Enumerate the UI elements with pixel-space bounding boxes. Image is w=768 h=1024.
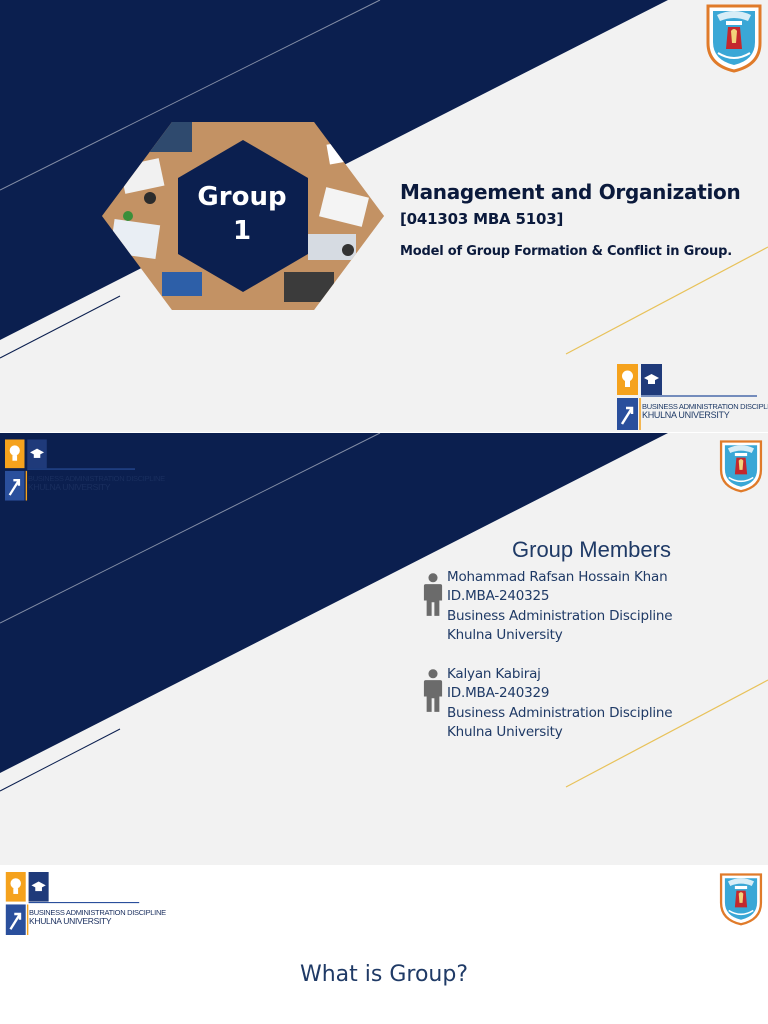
badge-line2: KHULNA UNIVERSITY [29,916,112,926]
team-meeting-collage-image [102,122,384,310]
badge-text: BUSINESS ADMINISTRATION DISCIPLINE KHULN… [642,402,768,420]
badge-line1: BUSINESS ADMINISTRATION DISCIPLINE [642,402,768,411]
slide-heading: What is Group? [299,962,469,987]
member-dept: Business Administration Discipline [447,607,673,624]
member-card: Mohammad Rafsan Hossain Khan ID.MBA-2403… [447,568,673,645]
members-heading: Group Members [512,537,671,562]
khulna-university-seal-icon [718,872,764,926]
person-icon [423,572,443,618]
member-card: Kalyan Kabiraj ID.MBA-240329 Business Ad… [447,665,673,742]
group-label: Group 1 [178,180,306,248]
badge-line1: BUSINESS ADMINISTRATION DISCIPLINE [28,474,165,483]
badge-text: BUSINESS ADMINISTRATION DISCIPLINE KHULN… [28,474,165,492]
title-block: Management and Organization [041303 MBA … [400,180,741,259]
khulna-university-seal-icon [718,439,764,493]
khulna-university-seal-icon [704,3,764,73]
member-university: Khulna University [447,626,563,643]
group-label-number: 1 [232,216,252,246]
badge-line1: BUSINESS ADMINISTRATION DISCIPLINE [29,908,166,917]
slide-group-members: BUSINESS ADMINISTRATION DISCIPLINE KHULN… [0,433,768,865]
member-university: Khulna University [447,723,563,740]
member-name: Mohammad Rafsan Hossain Khan [447,569,668,585]
presentation-topic: Model of Group Formation & Conflict in G… [400,244,732,259]
slide-title: Group 1 Management and Organization [041… [0,0,768,432]
group-label-word: Group [197,182,287,212]
slide-what-is-group: BUSINESS ADMINISTRATION DISCIPLINE KHULN… [0,866,768,1024]
member-dept: Business Administration Discipline [447,704,673,721]
person-icon [423,668,443,714]
badge-line2: KHULNA UNIVERSITY [642,410,730,420]
member-id: ID.MBA-240329 [447,685,550,702]
badge-text: BUSINESS ADMINISTRATION DISCIPLINE KHULN… [29,908,166,926]
business-administration-badge-icon [617,364,757,430]
member-name: Kalyan Kabiraj [447,666,541,682]
member-id: ID.MBA-240325 [447,588,550,605]
course-title: Management and Organization [400,180,741,204]
course-code: [041303 MBA 5103] [400,210,564,228]
badge-line2: KHULNA UNIVERSITY [28,482,111,492]
slide2-background [0,433,768,792]
